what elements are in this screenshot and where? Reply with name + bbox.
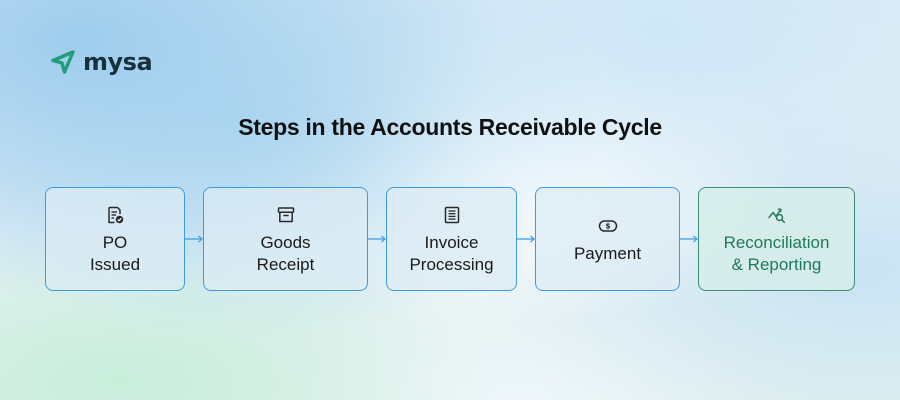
step-label: PO Issued [89, 232, 141, 274]
step-label: Invoice Processing [409, 232, 494, 274]
arrow-right-icon [517, 235, 535, 243]
arrow-right-icon [368, 235, 386, 243]
trend-search-icon [767, 208, 785, 223]
brand-name: mysa [83, 48, 153, 76]
step-goods-receipt: Goods Receipt [203, 187, 368, 291]
step-label: Payment [573, 243, 642, 263]
page-title: Steps in the Accounts Receivable Cycle [238, 114, 662, 140]
svg-text:$: $ [605, 221, 610, 230]
document-badge-icon [108, 206, 124, 223]
arrow-right-icon [680, 235, 698, 243]
step-reconciliation-reporting: Reconciliation & Reporting [698, 187, 855, 291]
step-label: Goods Receipt [256, 232, 315, 274]
step-label: Reconciliation & Reporting [723, 232, 830, 274]
arrow-right-icon [185, 235, 203, 243]
step-payment: $ Payment [535, 187, 680, 291]
step-po-issued: PO Issued [45, 187, 185, 291]
step-invoice-processing: Invoice Processing [386, 187, 517, 291]
send-arrow-icon [51, 50, 75, 74]
brand-logo[interactable]: mysa [50, 48, 153, 76]
dollar-note-icon: $ [598, 219, 617, 232]
invoice-list-icon [444, 206, 459, 223]
archive-box-icon [277, 206, 294, 222]
